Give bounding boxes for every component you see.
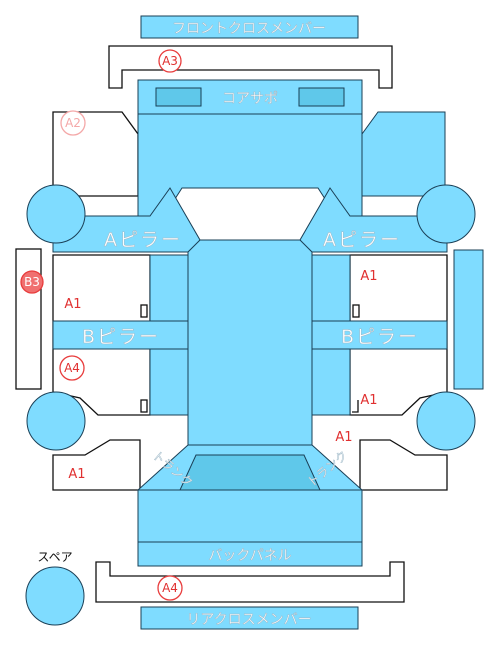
mark-a1-right-rear-door[interactable]: A1 bbox=[360, 393, 377, 408]
right-front-door-handle bbox=[352, 304, 360, 318]
left-front-door-handle bbox=[140, 304, 148, 318]
mark-a4-left-rear-door-circle bbox=[59, 355, 85, 381]
roof[interactable] bbox=[187, 239, 313, 446]
back-panel-upper[interactable] bbox=[137, 489, 363, 543]
b-pillar-right-label: Bピラー bbox=[341, 326, 419, 348]
rear-cross-member-label: リアクロスメンバー bbox=[186, 612, 311, 628]
right-side-skirt[interactable] bbox=[453, 249, 484, 390]
mark-a3-front-circle bbox=[158, 49, 182, 73]
back-panel-label: バックパネル bbox=[208, 548, 291, 564]
left-quarter-panel[interactable] bbox=[52, 439, 141, 491]
wheel-rear-right[interactable] bbox=[416, 391, 476, 451]
front-cross-member-label: フロントクロスメンバー bbox=[172, 21, 326, 37]
mark-a2-circle bbox=[60, 110, 86, 136]
right-quarter-panel[interactable] bbox=[359, 439, 448, 491]
rear-cross-member[interactable] bbox=[140, 606, 359, 630]
mark-a3-front[interactable]: A3 bbox=[162, 54, 178, 68]
mark-a4-rear-circle bbox=[157, 575, 183, 601]
back-panel[interactable] bbox=[137, 541, 363, 567]
right-headlight bbox=[298, 87, 345, 107]
core-support-label: コアサポ bbox=[222, 91, 278, 107]
mark-a4-left-rear-door[interactable]: A4 bbox=[64, 361, 80, 375]
rear-bumper-outline bbox=[95, 561, 405, 603]
mark-a1-right-front-door[interactable]: A1 bbox=[360, 269, 377, 284]
mark-b3-circle bbox=[20, 270, 44, 294]
front-bumper-outline bbox=[108, 45, 393, 89]
front-cross-member[interactable] bbox=[140, 15, 359, 39]
left-side-skirt[interactable] bbox=[15, 248, 42, 390]
left-rear-door-handle bbox=[140, 399, 148, 413]
left-headlight bbox=[155, 87, 202, 107]
a-pillar-left-label: Aピラー bbox=[104, 229, 182, 251]
spare-tire[interactable] bbox=[25, 566, 85, 626]
right-front-fender[interactable] bbox=[361, 111, 446, 197]
mark-a1-left-front-door[interactable]: A1 bbox=[64, 297, 81, 312]
wheel-front-right[interactable] bbox=[416, 184, 476, 244]
b-pillar-right[interactable] bbox=[309, 320, 448, 350]
mark-a1-left-quarter[interactable]: A1 bbox=[68, 467, 85, 482]
mark-b3[interactable]: B3 bbox=[24, 275, 40, 289]
a-pillar-right-label: Aピラー bbox=[323, 229, 401, 251]
mark-a4-rear[interactable]: A4 bbox=[162, 581, 178, 595]
mark-a2[interactable]: A2 bbox=[65, 116, 81, 130]
wheel-front-left[interactable] bbox=[26, 184, 86, 244]
mark-a1-right-quarter[interactable]: A1 bbox=[335, 430, 352, 445]
wheel-rear-left[interactable] bbox=[26, 391, 86, 451]
spare-label: スペア bbox=[37, 550, 72, 564]
b-pillar-left-label: Bピラー bbox=[82, 326, 160, 348]
right-rear-door-handle bbox=[352, 400, 359, 413]
rear-window bbox=[179, 454, 321, 491]
